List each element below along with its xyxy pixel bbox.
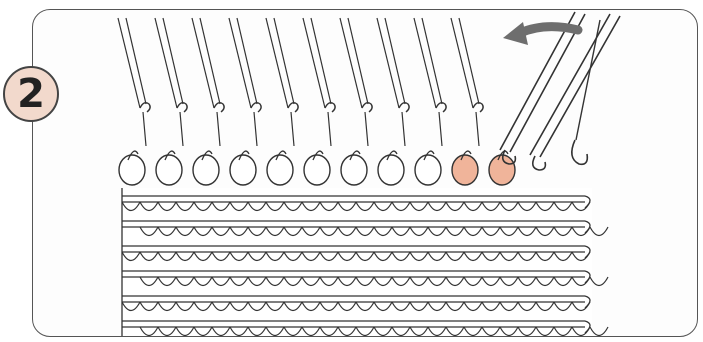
needle-hook	[436, 103, 446, 112]
needle	[192, 18, 224, 146]
stitch-loop	[267, 155, 293, 185]
arrow-head-icon	[503, 22, 528, 45]
stitch-loop	[304, 155, 330, 185]
fabric-background	[122, 188, 592, 338]
needle-hook	[288, 103, 298, 112]
highlighted-loop	[489, 155, 515, 185]
stitch-loop	[230, 155, 256, 185]
needle	[414, 18, 446, 146]
tool-hook	[533, 156, 546, 170]
needle	[340, 18, 372, 146]
knitted-fabric	[122, 188, 608, 338]
needle-hook	[473, 103, 483, 112]
stitch-loop	[119, 155, 145, 185]
machine-needles	[118, 18, 483, 146]
tool-shaft	[576, 20, 600, 140]
needle	[266, 18, 298, 146]
stitch-loop	[156, 155, 182, 185]
needle-hook	[362, 103, 372, 112]
stitch-loops	[119, 151, 515, 185]
stitch-loop	[415, 155, 441, 185]
needle	[155, 18, 187, 146]
spare-hook	[572, 140, 588, 164]
needle	[229, 18, 261, 146]
needle-hook	[140, 103, 150, 112]
stitch-loop	[378, 155, 404, 185]
needle	[118, 18, 150, 146]
needle-hook	[325, 103, 335, 112]
tool-prong	[530, 14, 620, 157]
highlighted-loop	[452, 155, 478, 185]
needle	[451, 18, 483, 146]
stitch-loop	[341, 155, 367, 185]
needle-hook	[177, 103, 187, 112]
needle	[377, 18, 409, 146]
stitch-loop	[193, 155, 219, 185]
needle	[303, 18, 335, 146]
direction-arrow-icon	[520, 27, 578, 33]
needle-hook	[214, 103, 224, 112]
needle-hook	[399, 103, 409, 112]
needle-hook	[251, 103, 261, 112]
